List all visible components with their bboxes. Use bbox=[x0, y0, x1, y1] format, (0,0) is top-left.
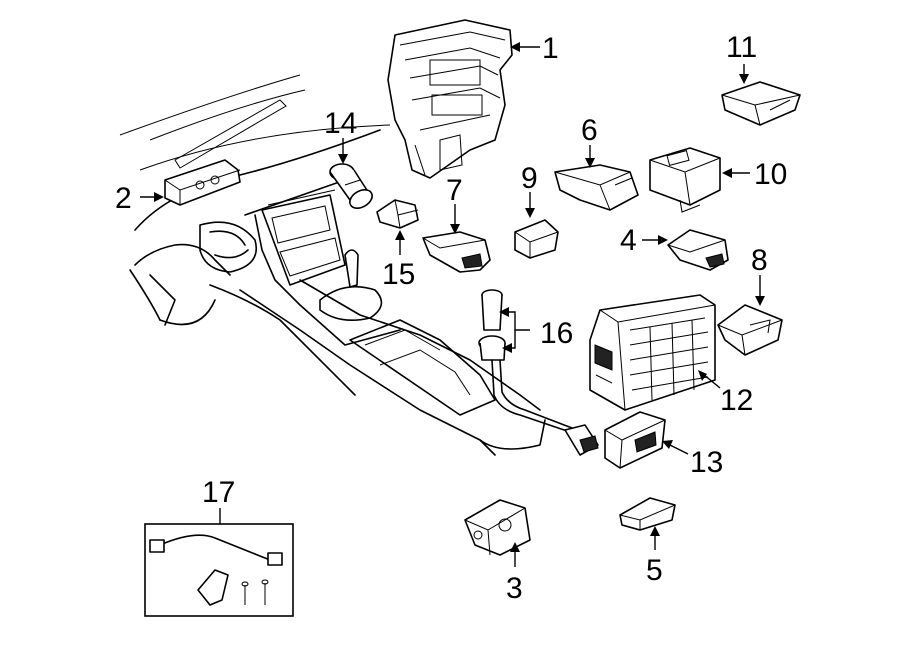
part-4-switch bbox=[667, 229, 729, 271]
leaders bbox=[140, 42, 765, 567]
callout-2: 2 bbox=[115, 182, 132, 215]
callout-11: 11 bbox=[726, 31, 757, 64]
part-10-control-panel bbox=[649, 147, 721, 213]
callout-10: 10 bbox=[754, 158, 787, 191]
part-8-switch bbox=[717, 304, 783, 356]
callout-3: 3 bbox=[506, 572, 523, 605]
part-17-kit-box bbox=[144, 523, 294, 617]
callout-15: 15 bbox=[382, 258, 415, 291]
part-1-console-housing bbox=[387, 19, 513, 179]
callout-14: 14 bbox=[324, 107, 357, 140]
part-14-cylinder bbox=[329, 163, 373, 209]
callout-13: 13 bbox=[690, 446, 723, 479]
callout-9: 9 bbox=[521, 162, 538, 195]
callout-5: 5 bbox=[646, 554, 663, 587]
part-11-cover bbox=[721, 81, 801, 126]
part-13-switch bbox=[604, 411, 666, 469]
callout-1: 1 bbox=[542, 32, 559, 65]
part-5-switch bbox=[619, 497, 676, 531]
callout-12: 12 bbox=[720, 384, 753, 417]
part-12-climate-unit bbox=[589, 294, 716, 411]
callout-7: 7 bbox=[446, 174, 463, 207]
callout-17: 17 bbox=[202, 476, 235, 509]
part-2-module bbox=[164, 159, 241, 206]
callout-8: 8 bbox=[751, 244, 768, 277]
part-15-switch bbox=[376, 199, 419, 229]
part-16-lighter-harness bbox=[478, 289, 599, 456]
part-7-switch-housing bbox=[422, 231, 491, 273]
part-3-bracket bbox=[464, 499, 531, 556]
part-9-switch bbox=[514, 219, 559, 259]
callout-labels: 1 2 3 4 5 6 7 8 9 10 11 12 13 14 15 16 1… bbox=[115, 31, 787, 605]
callout-6: 6 bbox=[581, 114, 598, 147]
callout-4: 4 bbox=[620, 224, 637, 257]
part-6-bracket bbox=[554, 164, 639, 211]
callout-16: 16 bbox=[540, 317, 573, 350]
